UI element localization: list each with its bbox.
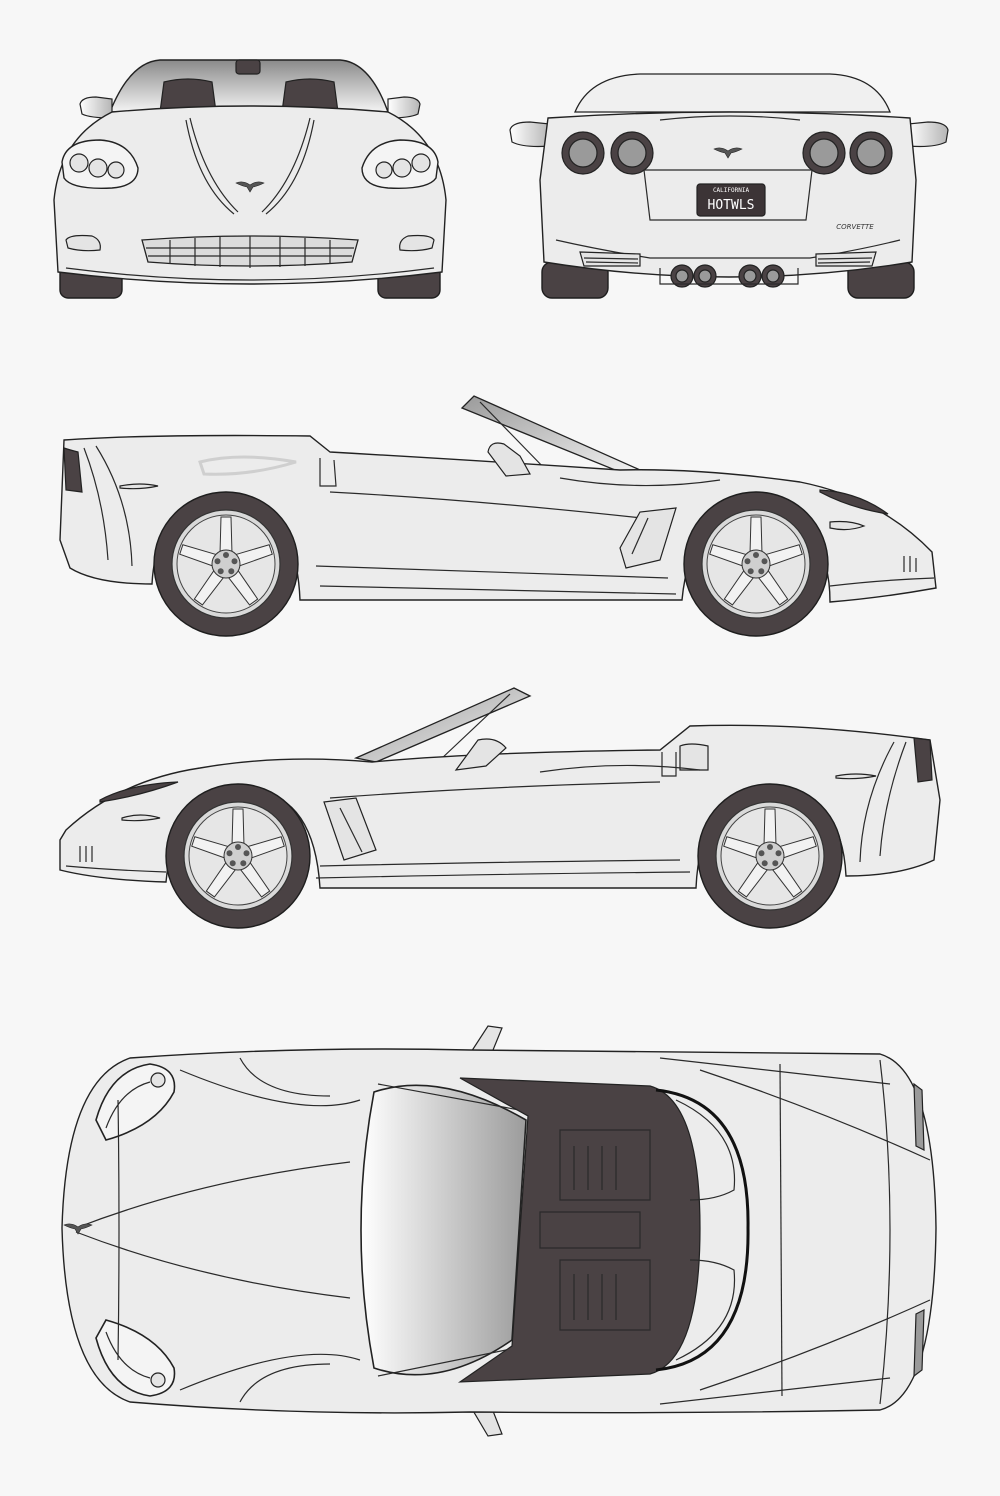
rear-badge: CORVETTE: [836, 223, 874, 231]
right-side-view: [59, 687, 941, 929]
front-view: [53, 59, 447, 299]
plate-state: CALIFORNIA: [713, 187, 750, 194]
top-view: [61, 1025, 937, 1437]
rear-view: CALIFORNIA HOTWLS CORVETTE: [509, 73, 949, 299]
license-plate: [696, 183, 766, 217]
left-side-view: [59, 395, 937, 637]
plate-number: HOTWLS: [708, 198, 755, 213]
